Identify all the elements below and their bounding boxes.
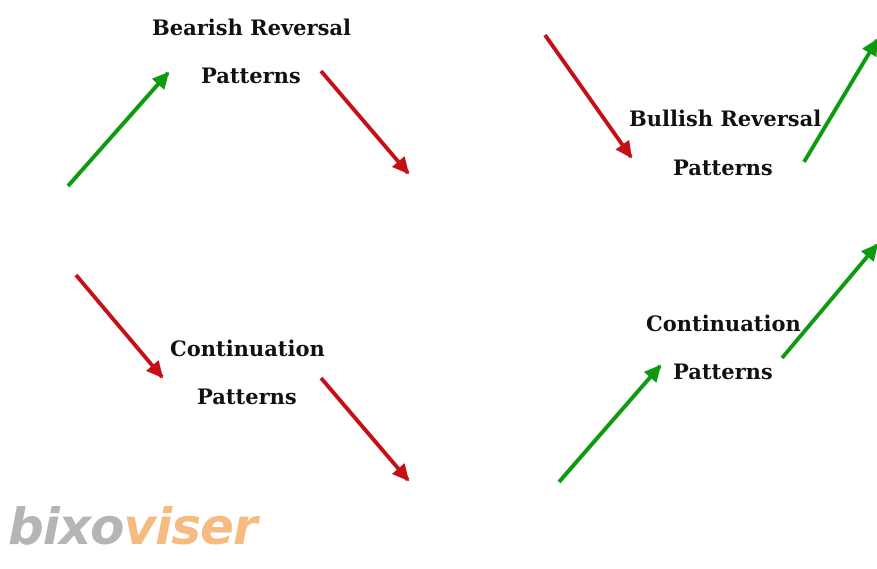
bearish-reversal-title-line2: Patterns bbox=[201, 63, 301, 88]
bearish-reversal-title-line1: Bearish Reversal bbox=[152, 15, 352, 40]
bullish-reversal-title-line2: Patterns bbox=[673, 155, 773, 180]
continuation-left-second-down-arrow bbox=[319, 376, 410, 482]
continuation-right-first-up-arrow bbox=[557, 364, 662, 484]
continuation-right-title-line1: Continuation bbox=[646, 311, 801, 336]
arrow-group bbox=[66, 33, 877, 484]
bullish-down-arrow bbox=[543, 33, 633, 159]
continuation-left-first-down-arrow bbox=[74, 273, 164, 379]
bullish-up-arrow bbox=[802, 38, 877, 164]
bullish-reversal-title-line1: Bullish Reversal bbox=[629, 106, 822, 131]
continuation-right-second-up-arrow bbox=[780, 243, 877, 360]
continuation-right-title-line2: Patterns bbox=[673, 359, 773, 384]
bearish-up-arrow bbox=[66, 71, 170, 188]
continuation-left-title-line1: Continuation bbox=[170, 336, 325, 361]
continuation-left-title-line2: Patterns bbox=[197, 384, 297, 409]
bixoviser-logo: bixoviser bbox=[8, 498, 258, 556]
bearish-down-arrow bbox=[319, 69, 410, 175]
